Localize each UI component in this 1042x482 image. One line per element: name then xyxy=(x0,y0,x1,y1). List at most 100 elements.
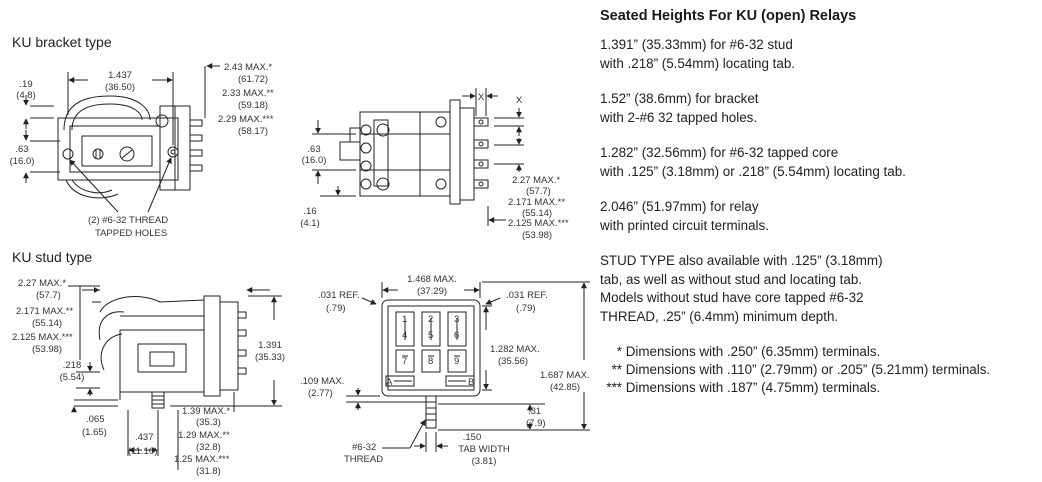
bottom-terminal-7: 7 xyxy=(402,356,407,367)
bracket-dim-5918: (59.18) xyxy=(238,100,268,111)
side-dim-x2: X xyxy=(516,95,523,106)
footnote-3-text: Dimensions with .187” (4.75mm) terminals… xyxy=(625,380,881,395)
bottom-terminal-2: 2 xyxy=(428,314,433,325)
bottom-terminal-9: 9 xyxy=(454,356,459,367)
stud-dim-577: (57.7) xyxy=(36,290,61,301)
bracket-title: KU bracket type xyxy=(12,34,112,50)
side-dim-5514: (55.14) xyxy=(522,208,552,219)
stud-dim-129: 1.29 MAX.** xyxy=(178,430,230,441)
footnote-3: *** Dimensions with .187” (4.75mm) termi… xyxy=(600,379,1040,397)
side-dim-227: 2.27 MAX.* xyxy=(512,175,560,186)
stud-dim-139: 1.39 MAX.* xyxy=(182,406,230,417)
bottom-dim-4285: (42.85) xyxy=(550,382,580,393)
bottom-terminal-3: 3 xyxy=(454,314,459,325)
stud-type-view: KU stud type 2.27 MAX.* (57.7) 2.171 MAX… xyxy=(12,249,285,477)
stud-dim-125: 1.25 MAX.*** xyxy=(174,454,230,465)
bracket-dim-063: .63 xyxy=(15,144,28,155)
stud-title: KU stud type xyxy=(12,249,92,265)
footnote-1-text: Dimensions with .250” (6.35mm) terminals… xyxy=(625,344,881,359)
stud-dim-328: (32.8) xyxy=(196,442,221,453)
panel-p2-line-1: 1.52” (38.6mm) for bracket xyxy=(600,91,759,106)
seated-heights-panel: Seated Heights For KU (open) Relays 1.39… xyxy=(600,8,1040,397)
bottom-dim-3556: (35.56) xyxy=(498,356,528,367)
stud-dim-5514: (55.14) xyxy=(32,318,62,329)
bottom-dim-381: (3.81) xyxy=(472,456,497,467)
bottom-terminal-8: 8 xyxy=(428,356,433,367)
bracket-dim-6172: (61.72) xyxy=(238,74,268,85)
bottom-dim-079a: (.79) xyxy=(326,303,346,314)
footnotes: * Dimensions with .250” (6.35mm) termina… xyxy=(600,343,1040,397)
bracket-dim-019: .19 xyxy=(19,79,32,90)
side-dim-5398: (53.98) xyxy=(522,230,552,241)
stud-dim-554: (5.54) xyxy=(60,372,85,383)
bracket-dim-48: (4.8) xyxy=(16,90,36,101)
stud-dim-227: 2.27 MAX.* xyxy=(18,278,66,289)
footnote-1: * Dimensions with .250” (6.35mm) termina… xyxy=(600,343,1040,361)
stud-dim-353: (35.3) xyxy=(196,417,221,428)
panel-p4-line-2: with printed circuit terminals. xyxy=(600,217,769,233)
panel-p2-line-2: with 2-#6 32 tapped holes. xyxy=(600,109,758,125)
footnote-1-mark: * xyxy=(616,344,622,359)
panel-p3-line-1: 1.282” (32.56mm) for #6-32 tapped core xyxy=(600,145,839,160)
stud-dim-218: .218 xyxy=(63,360,82,371)
stud-dim-065: .065 xyxy=(86,414,105,425)
bottom-dim-1282: 1.282 MAX. xyxy=(490,344,540,355)
bottom-thread-2: THREAD xyxy=(344,454,383,465)
stud-dim-165: (1.65) xyxy=(82,427,107,438)
stud-dim-318: (31.8) xyxy=(196,466,221,477)
side-dim-016: .16 xyxy=(303,206,316,217)
bottom-terminal-a: A xyxy=(386,377,393,388)
panel-p1-line-1: 1.391” (35.33mm) for #6-32 stud xyxy=(600,37,793,52)
bottom-terminal-6: 6 xyxy=(454,330,459,341)
bottom-dim-79c: (7.9) xyxy=(526,418,546,429)
bracket-dim-1437: 1.437 xyxy=(108,70,132,81)
panel-p5-line-3: Models without stud have core tapped #6-… xyxy=(600,290,864,305)
panel-paragraph-4: 2.046” (51.97mm) for relay with printed … xyxy=(600,198,1040,235)
panel-paragraph-3: 1.282” (32.56mm) for #6-32 tapped core w… xyxy=(600,144,1040,181)
side-dim-x1: X xyxy=(478,92,485,103)
bottom-dim-tab: TAB WIDTH xyxy=(458,444,510,455)
bottom-dim-031b: .031 REF. xyxy=(506,290,548,301)
panel-p5-line-2: tab, as well as without stud and locatin… xyxy=(600,271,863,287)
side-dim-2171: 2.171 MAX.** xyxy=(508,197,565,208)
footnote-3-mark: *** xyxy=(606,380,622,395)
bracket-holes-label-2: TAPPED HOLES xyxy=(95,228,167,239)
bracket-dim-160: (16.0) xyxy=(10,156,35,167)
stud-dim-1391: 1.391 xyxy=(258,340,282,351)
bottom-terminal-5: 5 xyxy=(428,330,433,341)
bottom-dim-031a: .031 REF. xyxy=(318,290,360,301)
panel-p5-line-4: THREAD, .25” (6.4mm) minimum depth. xyxy=(600,308,839,324)
side-dim-577: (57.7) xyxy=(526,186,551,197)
bracket-holes-label-1: (2) #6-32 THREAD xyxy=(88,215,168,226)
bottom-terminal-4: 4 xyxy=(402,330,407,341)
panel-paragraph-2: 1.52” (38.6mm) for bracket with 2-#6 32 … xyxy=(600,90,1040,127)
bracket-dim-3650: (36.50) xyxy=(105,82,135,93)
footnote-2: ** Dimensions with .110” (2.79mm) or .20… xyxy=(600,361,1040,379)
bottom-dim-079b: (.79) xyxy=(516,303,536,314)
side-dim-41: (4.1) xyxy=(300,218,320,229)
panel-heading: Seated Heights For KU (open) Relays xyxy=(600,8,857,24)
bottom-dim-150: .150 xyxy=(463,432,482,443)
stud-dim-2125: 2.125 MAX.*** xyxy=(12,332,73,343)
bracket-dim-229: 2.29 MAX.*** xyxy=(218,114,274,125)
footnote-2-text: Dimensions with .110” (2.79mm) or .205” … xyxy=(625,362,991,377)
side-dim-160: (16.0) xyxy=(302,155,327,166)
relay-dimension-drawing: KU bracket type .19 (4.8) xyxy=(10,34,590,477)
panel-p1-line-2: with .218” (5.54mm) locating tab. xyxy=(600,55,795,71)
bottom-dim-1468: 1.468 MAX. xyxy=(407,274,457,285)
stud-dim-1110: (11.10) xyxy=(128,446,157,457)
bottom-dim-1687: 1.687 MAX. xyxy=(540,370,590,381)
bottom-dim-3729: (37.29) xyxy=(417,286,447,297)
panel-p5-line-1: STUD TYPE also available with .125” (3.1… xyxy=(600,253,883,268)
panel-p4-line-1: 2.046” (51.97mm) for relay xyxy=(600,199,759,214)
bracket-dim-243: 2.43 MAX.* xyxy=(224,62,272,73)
panel-paragraph-5: STUD TYPE also available with .125” (3.1… xyxy=(600,252,1040,326)
bracket-type-view: KU bracket type .19 (4.8) xyxy=(10,34,274,239)
bottom-terminal-1: 1 xyxy=(402,314,407,325)
bottom-terminal-b: B xyxy=(468,377,474,388)
side-dim-2125: 2.125 MAX.*** xyxy=(508,218,569,229)
side-dim-063: .63 xyxy=(307,144,320,155)
bottom-dim-109: .109 MAX. xyxy=(300,376,344,387)
panel-p3-line-2: with .125” (3.18mm) or .218” (5.54mm) lo… xyxy=(600,163,906,179)
stud-dim-3533: (35.33) xyxy=(255,352,285,363)
